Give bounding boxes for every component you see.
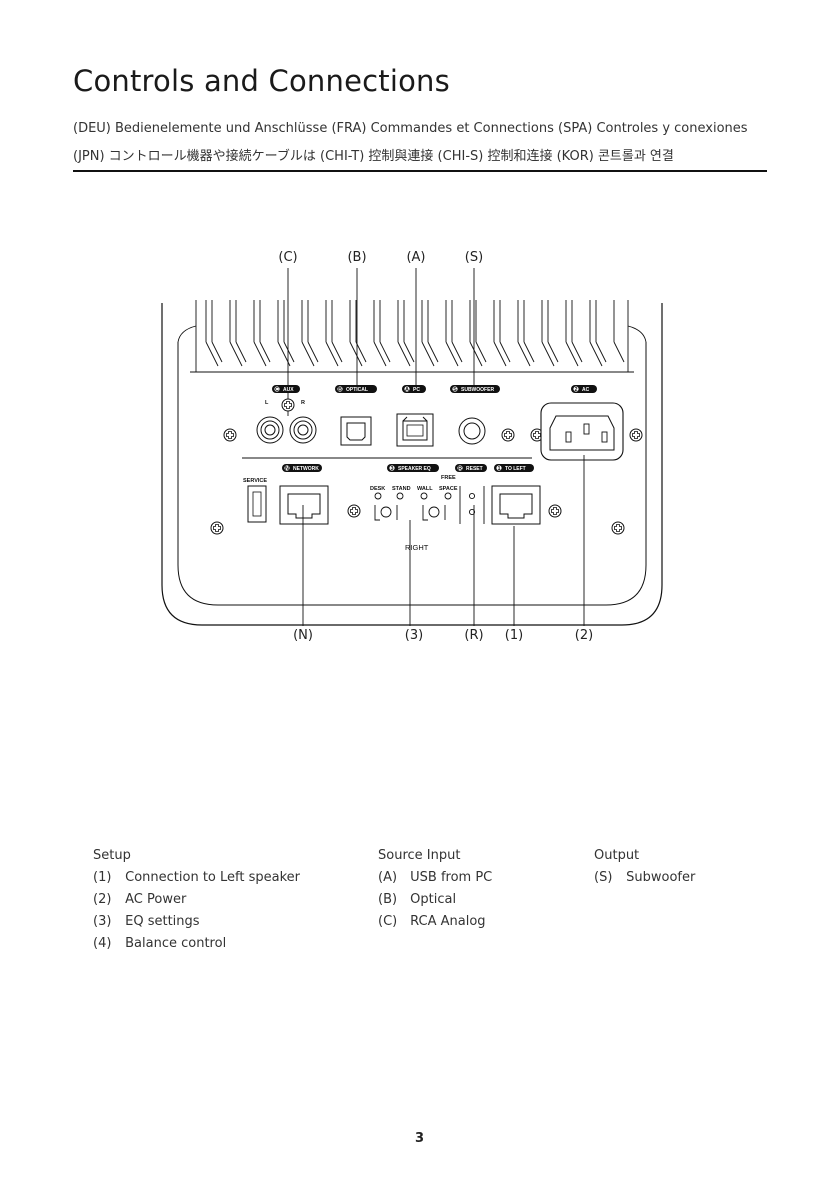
svg-text:STAND: STAND <box>392 486 411 492</box>
callout-2: (2) <box>575 628 593 643</box>
right-label: RIGHT <box>405 543 429 552</box>
svg-text:DESK: DESK <box>370 486 385 492</box>
callout-b: (B) <box>347 250 366 265</box>
list-item: (B) Optical <box>378 892 457 907</box>
network-ethernet-port <box>279 485 329 525</box>
callout-3: (3) <box>405 628 423 643</box>
svg-text:R: R <box>301 400 305 406</box>
svg-text:SPACE: SPACE <box>439 486 458 492</box>
svg-text:FREE: FREE <box>441 475 456 481</box>
heatsink-fins <box>177 300 647 373</box>
legend-output: Output (S) Subwoofer <box>594 848 695 892</box>
svg-text:N: N <box>285 466 289 472</box>
svg-text:R: R <box>458 466 462 472</box>
page-title: Controls and Connections <box>73 64 450 98</box>
callout-s: (S) <box>465 250 483 265</box>
speaker-rear-panel-diagram: (C) (B) (A) (S) C AUX B OPTICAL A PC S S… <box>161 250 663 643</box>
legend-source-input: Source Input (A) USB from PC (B) Optical… <box>378 848 492 936</box>
port-labels-row1: C AUX B OPTICAL A PC S SUBWOOFER 2 AC <box>272 385 597 393</box>
svg-text:WALL: WALL <box>417 486 433 492</box>
usb-b-port <box>396 413 434 447</box>
svg-text:1: 1 <box>497 466 500 472</box>
svg-text:C: C <box>275 387 279 393</box>
svg-text:A: A <box>405 387 409 393</box>
cabinet-outline <box>161 303 663 626</box>
language-line-1: (DEU) Bedienelemente und Anschlüsse (FRA… <box>73 121 748 136</box>
svg-text:SPEAKER EQ: SPEAKER EQ <box>398 466 431 472</box>
list-item: (2) AC Power <box>93 892 187 907</box>
callout-n: (N) <box>293 628 313 643</box>
list-item: (S) Subwoofer <box>594 870 696 885</box>
svg-text:B: B <box>338 387 342 393</box>
callout-r: (R) <box>464 628 483 643</box>
aux-rca-jacks: L R <box>256 400 317 444</box>
to-left-ethernet-port <box>491 485 541 525</box>
speaker-eq-switches: DESK STAND WALL FREE SPACE <box>370 475 458 521</box>
callout-c: (C) <box>278 250 297 265</box>
svg-text:SUBWOOFER: SUBWOOFER <box>461 387 494 393</box>
page-number: 3 <box>414 1131 425 1146</box>
svg-text:2: 2 <box>574 387 577 393</box>
svg-text:PC: PC <box>413 387 420 393</box>
legend-heading: Source Input <box>378 848 461 863</box>
callout-a: (A) <box>406 250 425 265</box>
service-label: SERVICE <box>243 478 267 484</box>
list-item: (3) EQ settings <box>93 914 200 929</box>
svg-text:TO LEFT: TO LEFT <box>505 466 526 472</box>
svg-text:NETWORK: NETWORK <box>293 466 319 472</box>
panel-outline <box>177 342 647 606</box>
svg-text:S: S <box>453 387 457 393</box>
ac-power-inlet <box>540 402 624 461</box>
list-item: (C) RCA Analog <box>378 914 486 929</box>
port-labels-row2: N NETWORK 3 SPEAKER EQ R RESET 1 TO LEFT <box>282 464 534 472</box>
svg-text:3: 3 <box>390 466 393 472</box>
language-line-2: (JPN) コントロール機器や接続ケーブルは (CHI-T) 控制與連接 (CH… <box>73 149 674 164</box>
bottom-callouts: (N) (3) (R) (1) (2) <box>293 628 593 643</box>
optical-port <box>340 416 372 446</box>
legend-setup: Setup (1) Connection to Left speaker (2)… <box>93 848 300 958</box>
callout-1: (1) <box>505 628 523 643</box>
svg-text:AUX: AUX <box>283 387 294 393</box>
reset-button <box>459 486 485 524</box>
list-item: (4) Balance control <box>93 936 227 951</box>
legend-heading: Output <box>594 848 640 863</box>
legend-heading: Setup <box>93 848 131 863</box>
svg-text:AC: AC <box>582 387 590 393</box>
subwoofer-jack <box>458 417 486 445</box>
svg-text:OPTICAL: OPTICAL <box>346 387 368 393</box>
svg-text:RESET: RESET <box>466 466 483 472</box>
list-item: (A) USB from PC <box>378 870 493 885</box>
title-rule <box>73 170 767 172</box>
svg-text:L: L <box>265 400 269 406</box>
service-usb-port <box>247 485 267 523</box>
list-item: (1) Connection to Left speaker <box>93 870 300 885</box>
